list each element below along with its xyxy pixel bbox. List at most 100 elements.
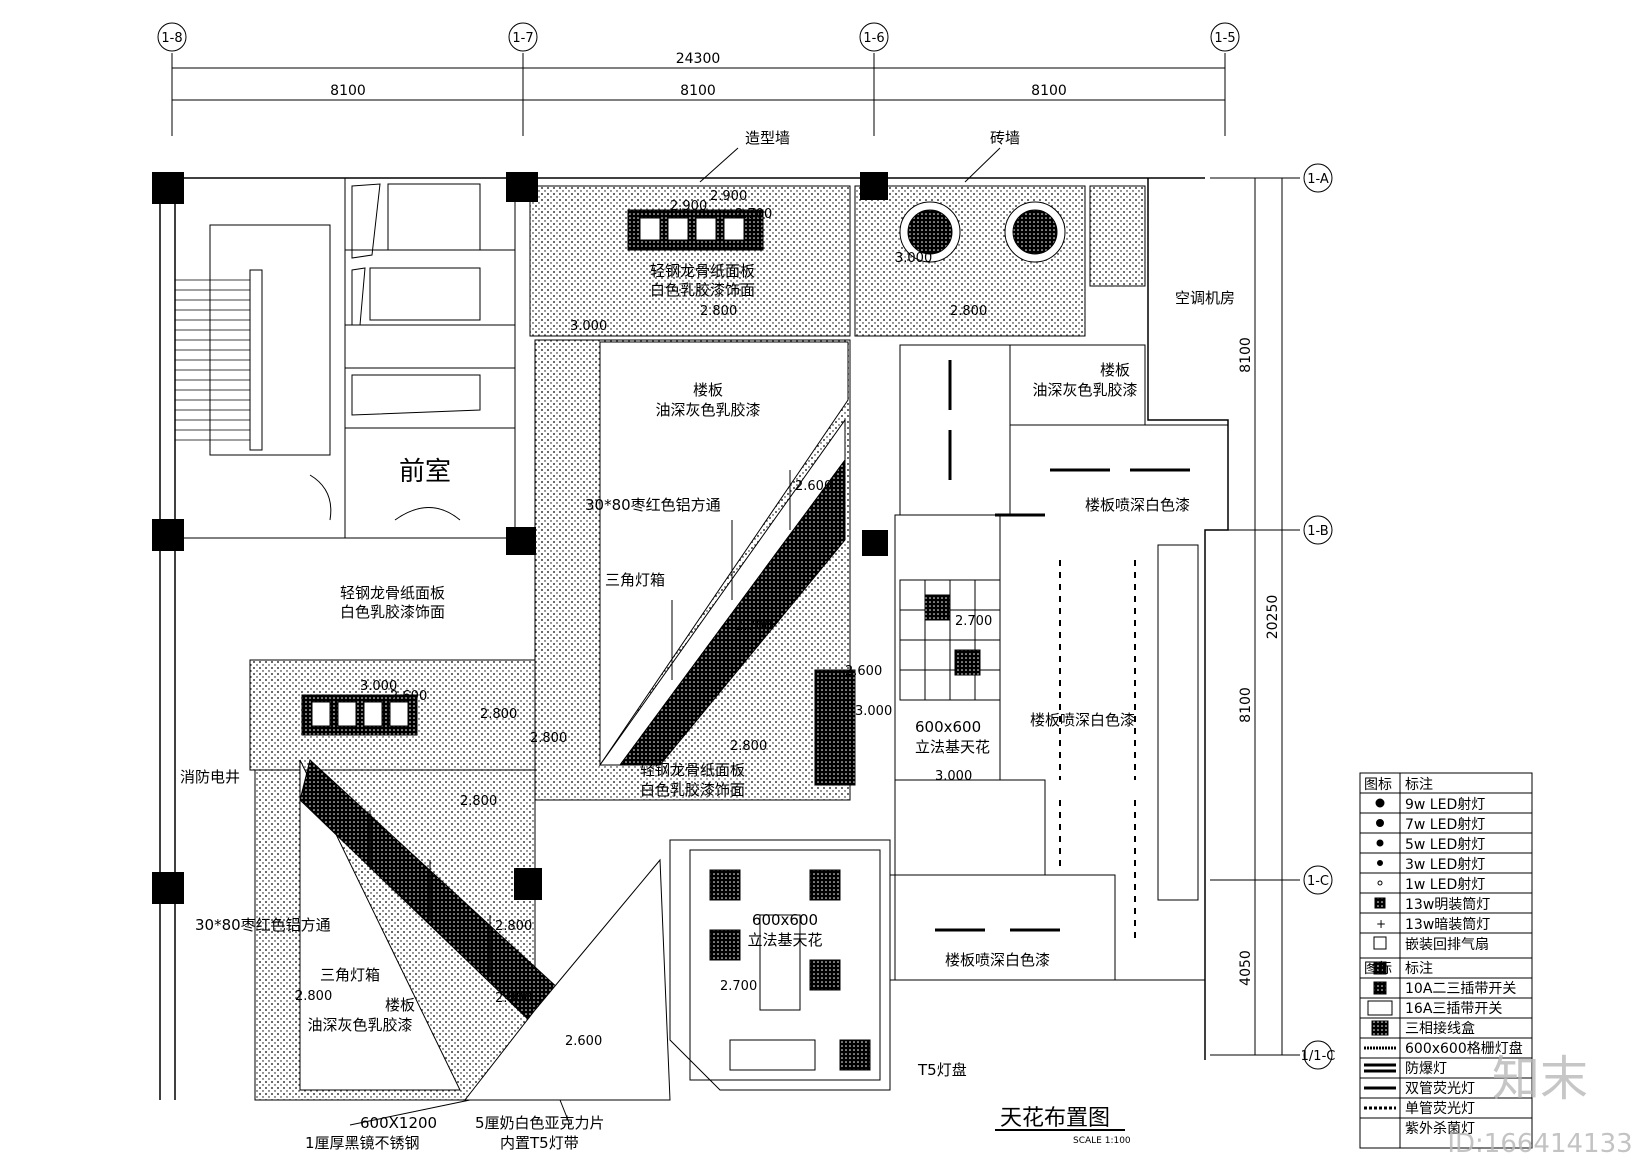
label-triangle-light-sw: 三角灯箱 <box>320 966 380 984</box>
label-floorboard-gray-sw-1: 楼板 <box>385 996 415 1014</box>
elevation-marker: 3.000 <box>855 704 892 719</box>
elevation-marker: 2.600 <box>795 479 832 494</box>
label-mirror-1: 600X1200 <box>360 1114 437 1132</box>
right-grid-ceiling <box>899 579 1001 701</box>
axis-label-top-4: 1-5 <box>1214 31 1235 46</box>
stair-treads <box>175 279 250 441</box>
leader-mirror <box>349 1099 471 1126</box>
dim-top-seg-3: 8100 <box>1031 83 1067 99</box>
legend-item: 5w LED射灯 <box>1405 837 1485 853</box>
label-grid-ceiling-right-1: 600x600 <box>915 718 981 736</box>
axis-label-right-1: 1-A <box>1307 172 1329 187</box>
axis-label-top-2: 1-7 <box>512 31 533 46</box>
legend-symbols: + <box>1364 798 1396 1110</box>
dim-right-seg-1: 8100 <box>1238 337 1254 373</box>
label-grid-ceiling-right-2: 立法基天花 <box>915 738 990 756</box>
watermark-id: ID:166414133 <box>1447 1129 1632 1159</box>
legend-header-name: 标注 <box>1405 777 1433 793</box>
elevation-marker: 2.800 <box>530 731 567 746</box>
dim-top-total: 24300 <box>676 51 721 67</box>
legend-item: 10A二三插带开关 <box>1405 981 1516 997</box>
legend-item: 13w明装筒灯 <box>1405 896 1490 913</box>
legend-table <box>1359 772 1533 1149</box>
label-floorboard-gray-center-1: 楼板 <box>693 381 723 399</box>
zone-central-plain <box>599 341 849 767</box>
axis-label-right-3: 1-C <box>1307 874 1329 889</box>
elevation-marker: 2.800 <box>480 707 517 722</box>
elevation-marker: 2.800 <box>950 304 987 319</box>
drawing-title: 天花布置图 <box>1000 1106 1110 1131</box>
elevation-marker: 3.000 <box>895 251 932 266</box>
label-fire-pipe: 消防电井 <box>180 768 240 786</box>
legend-header-icon: 图标 <box>1364 777 1392 793</box>
label-floorboard-white-bottom: 楼板喷深白色漆 <box>945 951 1050 969</box>
legend-item: 1w LED射灯 <box>1405 877 1485 893</box>
elevation-marker: 2.800 <box>730 739 767 754</box>
legend-item: 9w LED射灯 <box>1405 797 1485 813</box>
round-ceiling-features <box>899 201 1066 263</box>
elevation-marker: 2.700 <box>735 207 772 222</box>
legend-item: 防爆灯 <box>1405 1061 1447 1077</box>
elevation-marker: 2.600 <box>390 689 427 704</box>
axis-label-top-3: 1-6 <box>863 31 884 46</box>
legend-item: 双管荧光灯 <box>1405 1080 1475 1097</box>
label-floorboard-gray-center-2: 油深灰色乳胶漆 <box>655 401 760 419</box>
axis-label-top-1: 1-8 <box>161 31 182 46</box>
label-floorboard-white-right: 楼板喷深白色漆 <box>1030 711 1135 729</box>
label-gypsum-mid-1: 轻钢龙骨纸面板 <box>340 584 445 602</box>
legend-item: 嵌装回排气扇 <box>1405 937 1489 953</box>
axis-label-right-2: 1-B <box>1307 524 1328 539</box>
right-dashed-lights <box>1059 560 1136 940</box>
legend-item: 13w暗装筒灯 <box>1405 916 1490 933</box>
label-gypsum-mid-2: 白色乳胶漆饰面 <box>340 603 445 621</box>
svg-text:+: + <box>1376 917 1386 931</box>
room-label-ac-room: 空调机房 <box>1175 289 1235 307</box>
elevation-marker: 2.700 <box>955 614 992 629</box>
left-light-box <box>301 694 418 736</box>
bottom-grid-ceiling <box>669 839 891 1091</box>
legend-item: 7w LED射灯 <box>1405 817 1485 833</box>
central-triangle-lights <box>599 418 846 766</box>
label-feature-wall: 造型墙 <box>745 129 790 147</box>
right-light-bars <box>935 360 1190 932</box>
legend-item: 16A三插带开关 <box>1405 1001 1502 1017</box>
elevation-marker: 2.800 <box>460 794 497 809</box>
legend-item: 三相接线盒 <box>1405 1020 1475 1037</box>
elevation-marker: 2.800 <box>495 991 532 1006</box>
legend-item: 600x600格栅灯盘 <box>1405 1040 1523 1057</box>
label-alu-strip-center: 30*80枣红色铝方通 <box>585 496 721 514</box>
label-gypsum-top-2: 白色乳胶漆饰面 <box>650 281 755 299</box>
label-grid-ceiling-bottom-2: 立法基天花 <box>747 931 822 949</box>
label-alu-strip-sw: 30*80枣红色铝方通 <box>195 916 331 934</box>
elevation-marker: 2.600 <box>565 1034 602 1049</box>
right-rooms <box>889 344 1229 981</box>
axis-lines-horizontal <box>1210 177 1300 1056</box>
elevation-marker: 2.600 <box>845 664 882 679</box>
label-t5-panel: T5灯盘 <box>917 1061 967 1079</box>
elevation-marker: 3.000 <box>935 769 972 784</box>
legend-header-name-2: 标注 <box>1405 961 1433 977</box>
leader-brick-wall <box>964 147 1001 183</box>
leader-feature-wall <box>699 147 739 183</box>
label-floorboard-white-top: 楼板喷深白色漆 <box>1085 496 1190 514</box>
elevation-marker: 2.800 <box>495 919 532 934</box>
elevation-marker: 2.700 <box>735 619 772 634</box>
zone-top-far-right <box>1089 185 1146 287</box>
elevation-marker: 2.900 <box>710 189 747 204</box>
dim-right-seg-2: 8100 <box>1238 687 1254 723</box>
label-mirror-2: 1厘厚黑镜不锈钢 <box>305 1134 420 1152</box>
label-floorboard-gray-2: 油深灰色乳胶漆 <box>1032 381 1137 399</box>
drawing-scale: SCALE 1:100 <box>1073 1136 1131 1146</box>
axis-bubbles-top <box>157 22 1240 52</box>
label-acrylic-1: 5厘奶白色亚克力片 <box>475 1114 605 1132</box>
elevation-marker: 2.800 <box>295 989 332 1004</box>
legend-header-icon-2: 图标 <box>1364 961 1392 977</box>
label-brick-wall: 砖墙 <box>990 129 1020 147</box>
axis-label-right-4: 1/1-C <box>1301 1049 1336 1064</box>
axis-bubbles-right <box>1303 163 1333 1070</box>
legend-item: 紫外杀菌灯 <box>1405 1121 1475 1137</box>
label-gypsum-center-1: 轻钢龙骨纸面板 <box>640 761 745 779</box>
elevation-markers: 2.900 2.700 3.000 2.800 3.000 2.800 3.00… <box>295 189 992 1049</box>
dim-right-seg-3: 4050 <box>1238 950 1254 986</box>
